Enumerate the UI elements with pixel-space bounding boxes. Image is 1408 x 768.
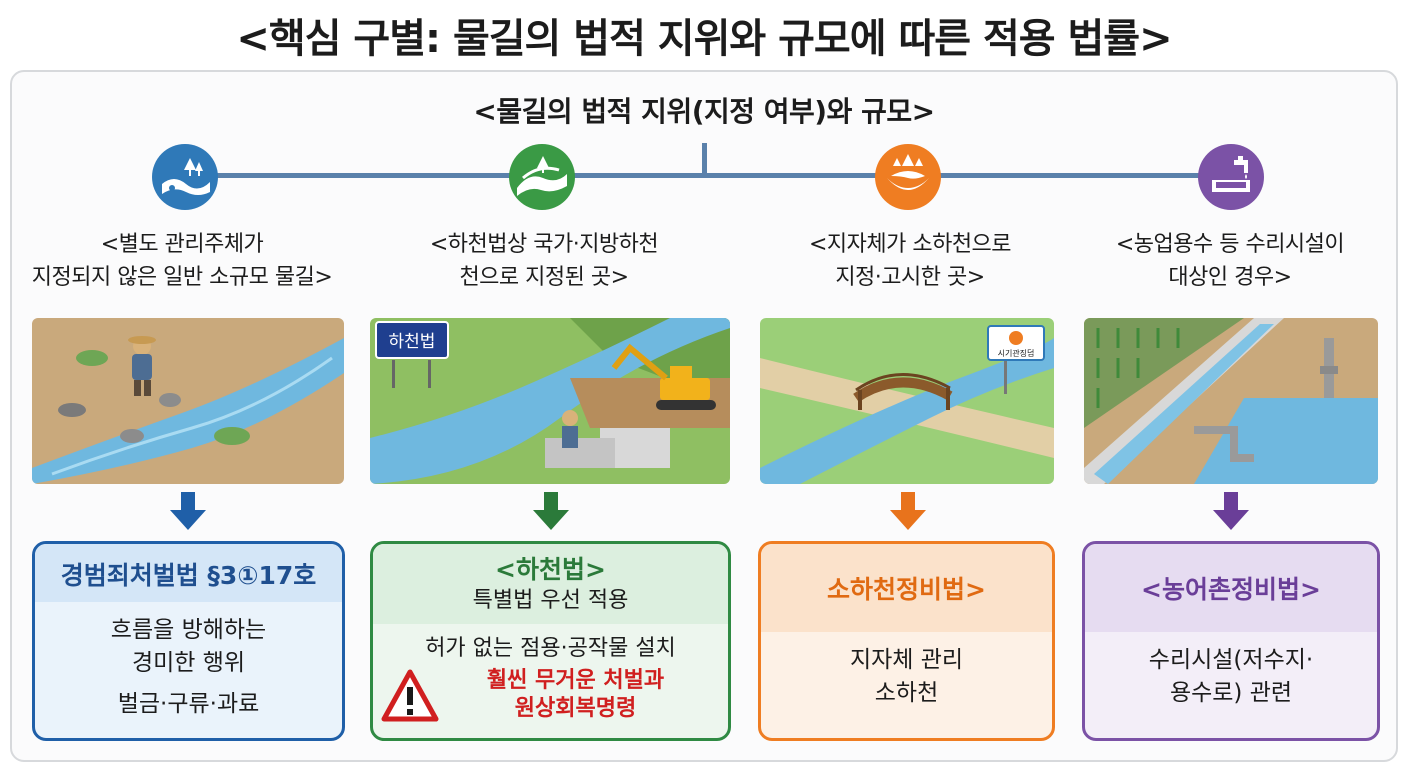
faucet-channel-icon [1198,144,1264,210]
scene-irrigation-channel [1084,318,1378,484]
scene-sign-city: 시기관징덤 [998,348,1035,358]
law-box-line-1: 수리시설(저수지· [1148,647,1314,673]
scene-sign-river-act: 하천법 [389,332,436,352]
column-3-label-line-1: <지자체가 소하천으로 [808,232,1012,257]
scene-bridge-canal: 시기관징덤 [760,318,1054,484]
law-box-line-2: 용수로) 관련 [1169,680,1293,706]
law-box-line-1: 허가 없는 점용·공작물 설치 [425,636,676,661]
warning-line-1: 훨씬 무거운 처벌과 [486,668,665,693]
timeline-stem [702,143,707,176]
law-box-heading: <하천법> [495,555,606,584]
law-box-line-2: 소하천 [874,680,939,706]
law-box-line-1: 흐름을 방해하는 [110,617,267,643]
column-1-label-line-1: <별도 관리주체가 [100,232,264,257]
law-box-river-act: <하천법> 특별법 우선 적용 허가 없는 점용·공작물 설치 훨씬 무거운 처… [370,541,731,741]
column-1-label-line-2: 지정되지 않은 일반 소규모 물길> [31,265,333,290]
column-2-label-line-1: <하천법상 국가·지방하천 [429,232,659,257]
column-2-label: <하천법상 국가·지방하천 천으로 지정된 곳> [374,228,714,294]
warning-icon [381,669,439,725]
law-box-rural-act: <농어촌정비법> 수리시설(저수지· 용수로) 관련 [1082,541,1380,741]
diagram-subtitle: <물길의 법적 지위(지정 여부)와 규모> [473,95,935,128]
river-trees-icon [152,144,218,210]
law-box-heading: 경범죄처벌법 §3①17호 [35,544,342,602]
scene-excavator-river: 하천법 [370,318,730,484]
law-box-line-2: 경미한 행위 [131,650,246,676]
arrow-down-icon [531,492,571,532]
column-4-label-line-2: 대상인 경우> [1168,265,1292,290]
law-box-heading: <농어촌정비법> [1085,544,1377,632]
column-3-label: <지자체가 소하천으로 지정·고시한 곳> [740,228,1080,294]
arrow-down-icon [888,492,928,532]
law-box-heading: 소하천정비법> [761,544,1052,632]
column-1-label: <별도 관리주체가 지정되지 않은 일반 소규모 물길> [12,228,352,294]
arrow-down-icon [1211,492,1251,532]
column-2-label-line-2: 천으로 지정된 곳> [459,265,629,290]
arrow-down-icon [168,492,208,532]
law-box-small-river-act: 소하천정비법> 지자체 관리 소하천 [758,541,1055,741]
scene-farmer-small-stream [32,318,344,484]
main-title: <핵심 구별: 물길의 법적 지위와 규모에 따른 적용 법률> [236,16,1172,62]
timeline-line [184,173,1232,178]
column-4-label-line-1: <농업용수 등 수리시설이 [1115,232,1345,257]
warning-line-2: 원상회복명령 [514,696,637,721]
law-box-line-3: 벌금·구류·과료 [117,691,260,717]
law-box-line-1: 지자체 관리 [849,647,964,673]
law-box-sub: 특별법 우선 적용 [472,588,629,613]
water-hands-icon [875,144,941,210]
column-3-label-line-2: 지정·고시한 곳> [835,265,985,290]
column-4-label: <농업용수 등 수리시설이 대상인 경우> [1060,228,1400,294]
river-hill-icon [509,144,575,210]
law-box-minor-offenses: 경범죄처벌법 §3①17호 흐름을 방해하는 경미한 행위 벌금·구류·과료 [32,541,345,741]
